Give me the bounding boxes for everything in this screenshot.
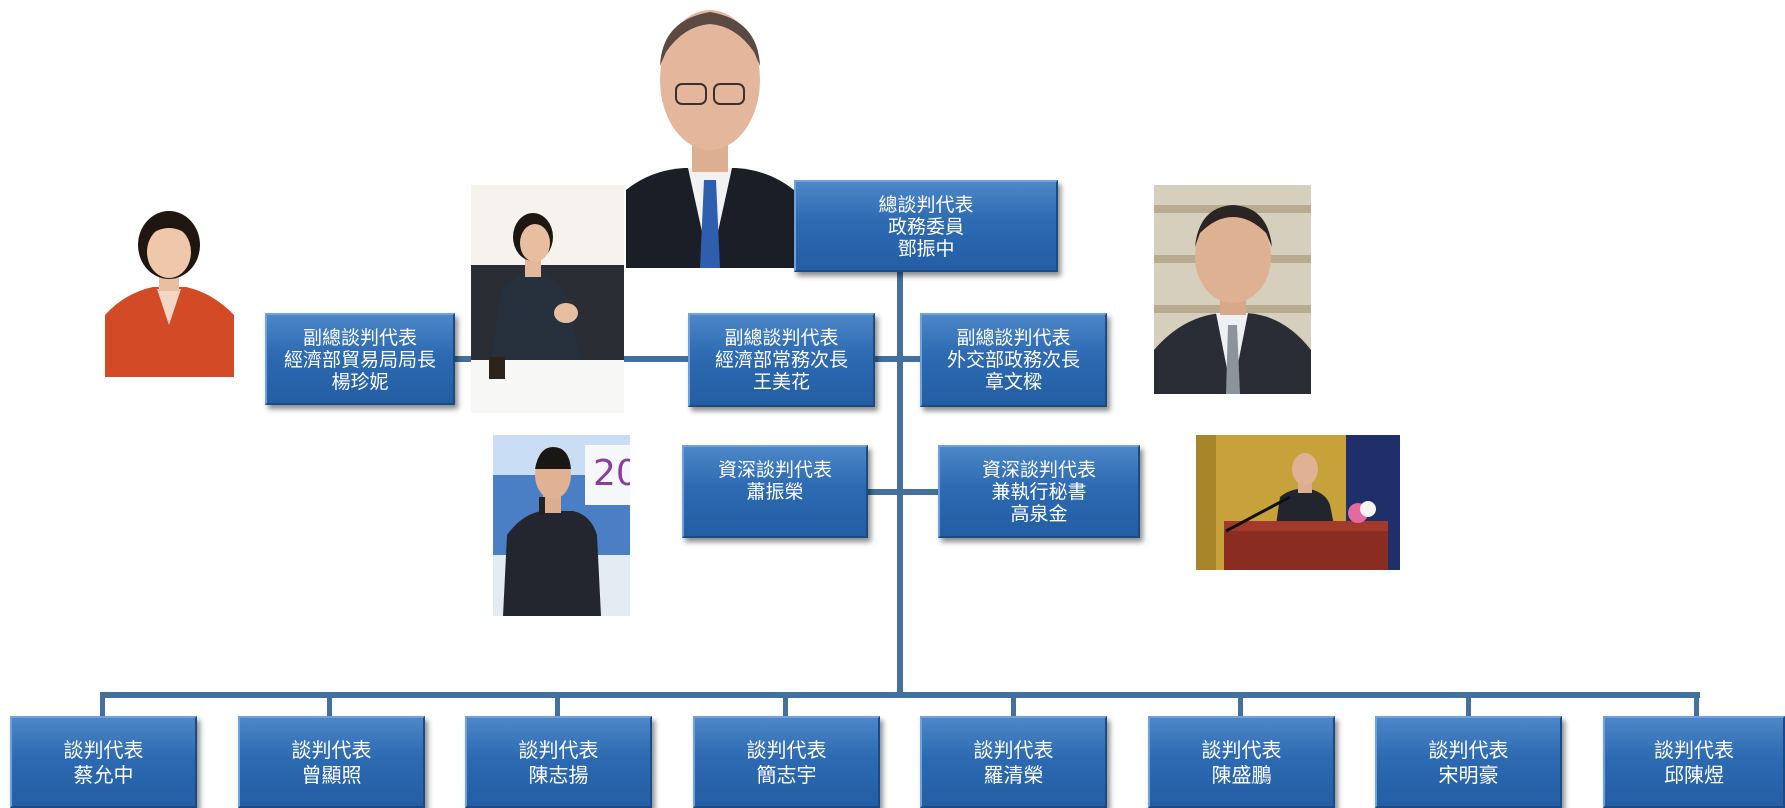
negotiator-box-6: 談判代表 陳盛鵬 <box>1148 716 1335 808</box>
deputy-title: 副總談判代表 <box>956 327 1071 349</box>
deputy-box-zhang: 副總談判代表 外交部政務次長 章文樑 <box>920 313 1107 407</box>
negotiator-title: 談判代表 <box>1428 738 1509 762</box>
senior-title: 資深談判代表 <box>717 459 832 481</box>
deputy-name: 楊珍妮 <box>331 371 389 393</box>
deputy-box-yang: 副總談判代表 經濟部貿易局局長 楊珍妮 <box>265 313 455 405</box>
negotiator-box-3: 談判代表 陳志揚 <box>465 716 652 808</box>
negotiator-title: 談判代表 <box>1654 738 1734 762</box>
negotiator-title: 談判代表 <box>973 738 1054 762</box>
deputy-name: 章文樑 <box>984 371 1042 393</box>
negotiator-box-1: 談判代表 蔡允中 <box>10 716 197 808</box>
negotiator-name: 陳盛鵬 <box>1211 763 1272 787</box>
deputy-name: 王美花 <box>752 371 810 393</box>
senior-name: 高泉金 <box>1010 503 1068 525</box>
negotiator-box-2: 談判代表 曾顯照 <box>238 716 425 808</box>
photo-gao-quan-jin <box>1196 435 1400 570</box>
drop-line-1 <box>100 692 105 716</box>
drop-line-3 <box>555 692 560 716</box>
drop-line-2 <box>327 692 332 716</box>
chief-title: 總談判代表 <box>878 194 974 216</box>
senior-box-xiao: 資深談判代表 蕭振榮 <box>682 445 868 538</box>
negotiator-title: 談判代表 <box>291 738 372 762</box>
senior-position: 兼執行秘書 <box>991 481 1087 503</box>
negotiator-title: 談判代表 <box>1201 738 1282 762</box>
negotiator-name: 羅清榮 <box>983 763 1044 787</box>
photo-zhang-wen-liang <box>1154 185 1311 394</box>
negotiator-box-8: 談判代表 邱陳煜 <box>1603 716 1785 808</box>
senior-title: 資深談判代表 <box>981 459 1096 481</box>
photo-xiao-zhen-rong: 20 <box>493 435 630 616</box>
photo-deng-zhen-zhong <box>626 0 794 268</box>
chief-name: 鄧振中 <box>897 238 955 260</box>
negotiator-name: 蔡允中 <box>73 763 134 787</box>
deputy-position: 經濟部常務次長 <box>714 349 848 371</box>
negotiator-box-7: 談判代表 宋明豪 <box>1375 716 1562 808</box>
photo-yang-chen-ni <box>105 205 234 377</box>
drop-line-5 <box>1011 692 1016 716</box>
negotiator-name: 陳志揚 <box>528 763 589 787</box>
deputy-position: 經濟部貿易局局長 <box>283 349 436 371</box>
negotiator-name: 簡志宇 <box>756 763 817 787</box>
deputy-box-wang: 副總談判代表 經濟部常務次長 王美花 <box>688 313 875 407</box>
drop-line-7 <box>1466 692 1471 716</box>
chief-negotiator-box: 總談判代表 政務委員 鄧振中 <box>794 180 1058 272</box>
senior-name: 蕭振榮 <box>746 481 804 503</box>
negotiator-name: 曾顯照 <box>301 763 362 787</box>
main-trunk-line <box>897 270 903 698</box>
senior-row-line <box>868 489 938 495</box>
deputy-title: 副總談判代表 <box>302 327 417 349</box>
negotiator-name: 邱陳煜 <box>1664 763 1724 787</box>
chief-position: 政務委員 <box>887 216 964 238</box>
drop-line-8 <box>1694 692 1699 716</box>
negotiator-box-5: 談判代表 羅清榮 <box>920 716 1107 808</box>
photo-wang-mei-hua <box>471 185 624 413</box>
negotiator-box-4: 談判代表 簡志宇 <box>693 716 880 808</box>
deputy-title: 副總談判代表 <box>724 327 839 349</box>
deputy-position: 外交部政務次長 <box>946 349 1080 371</box>
drop-line-6 <box>1238 692 1243 716</box>
negotiator-title: 談判代表 <box>518 738 599 762</box>
negotiator-title: 談判代表 <box>746 738 827 762</box>
svg-text:20: 20 <box>593 453 630 494</box>
drop-line-4 <box>783 692 788 716</box>
negotiator-title: 談判代表 <box>63 738 144 762</box>
senior-box-gao: 資深談判代表 兼執行秘書 高泉金 <box>938 445 1140 538</box>
bottom-horizontal-line <box>100 692 1700 698</box>
negotiator-name: 宋明豪 <box>1438 763 1499 787</box>
